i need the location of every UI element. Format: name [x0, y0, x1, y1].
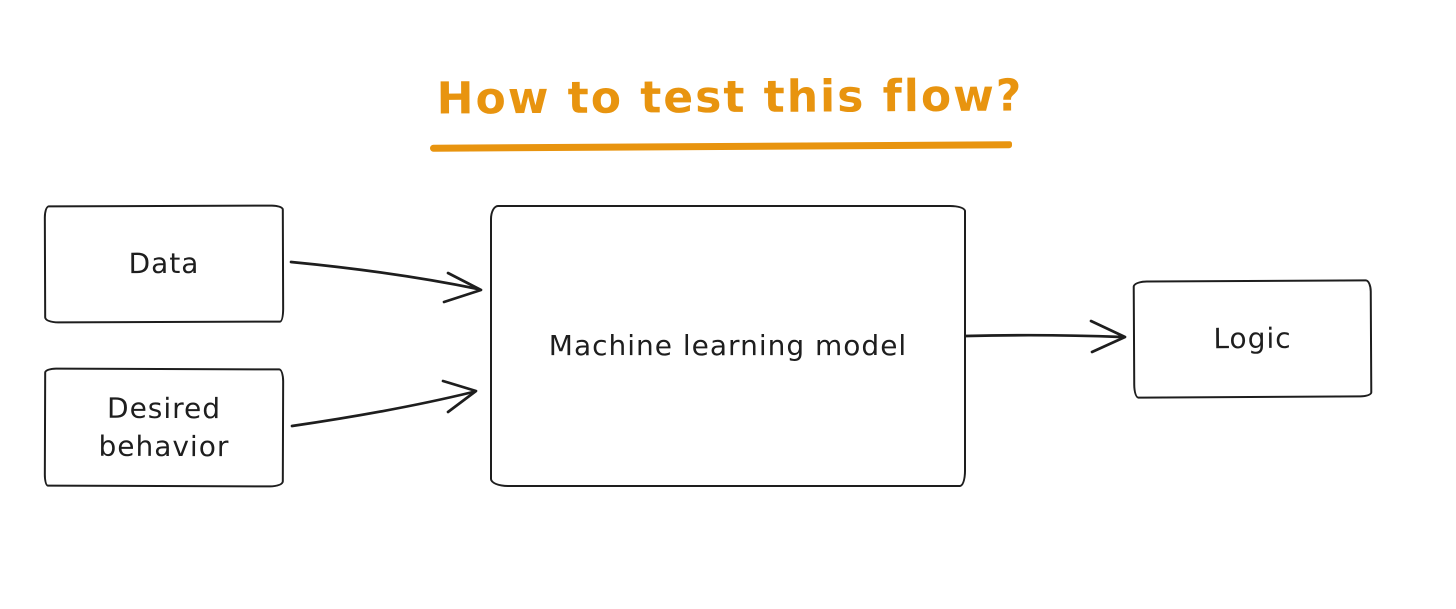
title-underline	[429, 141, 1013, 152]
node-desired-behavior: Desired behavior	[43, 367, 285, 488]
arrow-data-to-ml-model	[289, 260, 483, 304]
node-logic: Logic	[1132, 279, 1373, 399]
arrow-desired-behavior-to-ml-model	[290, 379, 478, 428]
node-machine-learning-model: Machine learning model	[490, 205, 966, 487]
node-data: Data	[43, 204, 285, 324]
node-desired-behavior-label: Desired behavior	[98, 391, 230, 463]
node-data-label: Data	[128, 246, 200, 281]
node-machine-learning-model-label: Machine learning model	[548, 329, 908, 363]
diagram-title: How to test this flow?	[436, 70, 1024, 125]
title-block: How to test this flow?	[380, 70, 1080, 152]
arrow-ml-model-to-logic	[964, 319, 1127, 354]
node-logic-label: Logic	[1213, 321, 1292, 356]
